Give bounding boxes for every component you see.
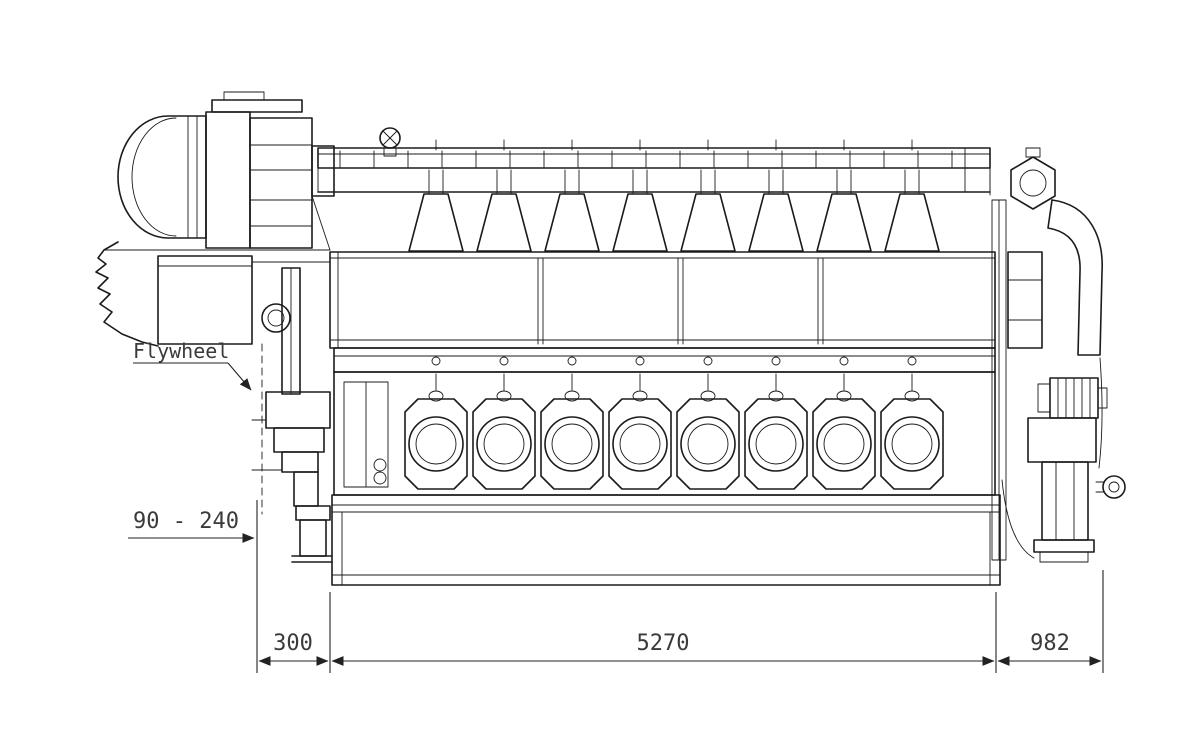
cylinder-head-rail (317, 147, 991, 196)
dimension-982: 982 (997, 631, 1102, 666)
intake-duct (311, 145, 335, 251)
dimension-flywheel-range: 90 - 240 (128, 509, 255, 543)
dimension-300: 300 (258, 631, 329, 666)
turbocharger-assembly (991, 147, 1126, 563)
dim-5270-text: 5270 (637, 631, 690, 656)
dim-300-text: 300 (273, 631, 313, 656)
air-filter-silencer (117, 91, 313, 249)
camshaft-cover-strip (333, 347, 996, 373)
exhaust-supports (408, 139, 940, 252)
flywheel-end-casing (95, 241, 331, 347)
dimension-5270: 5270 (331, 631, 995, 666)
base-frame (331, 494, 1001, 586)
filler-cap (379, 127, 401, 157)
flywheel-assembly (251, 267, 333, 563)
crankcase-doors (404, 356, 944, 490)
flywheel-label: Flywheel (133, 339, 229, 363)
dim-flywheel-range-text: 90 - 240 (133, 509, 239, 534)
flywheel-label-group: Flywheel (133, 339, 252, 391)
bottom-dimensions: 300 5270 982 (256, 500, 1104, 673)
crankcase (333, 356, 996, 496)
dim-982-text: 982 (1030, 631, 1070, 656)
engine-block (329, 251, 996, 349)
